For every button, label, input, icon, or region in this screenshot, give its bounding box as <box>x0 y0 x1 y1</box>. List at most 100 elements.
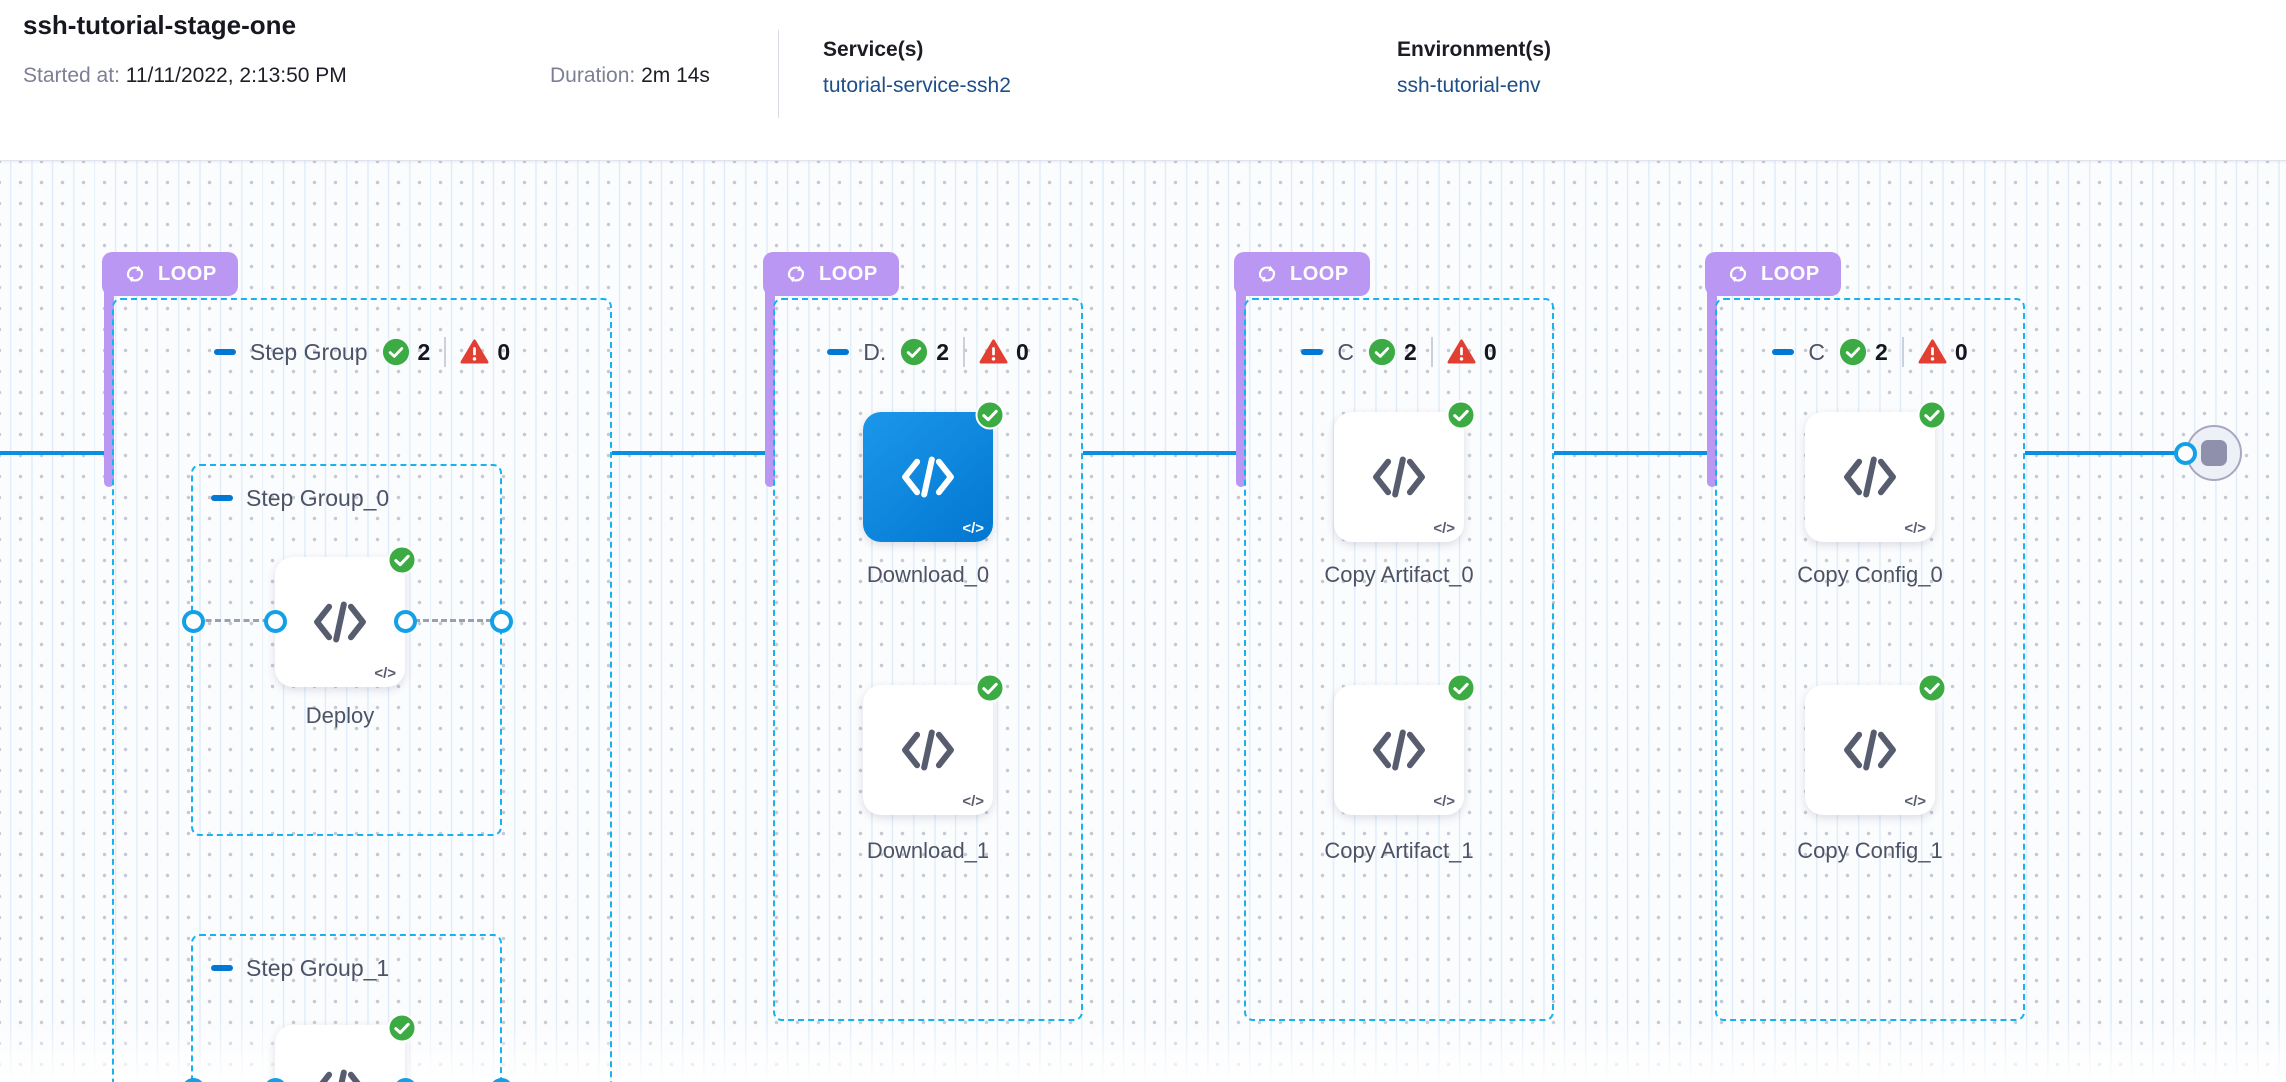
step-group-0-header: Step Group_0 <box>211 476 389 520</box>
connector-line <box>2025 451 2185 455</box>
copy-artifact-group-box[interactable] <box>1244 298 1554 1021</box>
environments-label: Environment(s) <box>1397 38 1552 61</box>
step-group-0-box[interactable] <box>191 464 502 836</box>
step-type-mini-icon: </> <box>1904 520 1926 537</box>
connection-point[interactable] <box>264 610 287 633</box>
success-icon <box>1368 338 1396 366</box>
loop-icon <box>787 265 805 283</box>
code-icon <box>1844 456 1896 498</box>
step-node-copy-artifact-0[interactable]: </> <box>1334 400 1476 542</box>
success-count-group: 2 <box>1368 338 1417 366</box>
success-count-group: 2 <box>382 338 431 366</box>
count-divider <box>1430 337 1433 367</box>
copy-artifact-group-header: C 2 0 <box>1244 330 1554 374</box>
failed-count: 0 <box>1483 338 1497 365</box>
code-icon <box>902 729 954 771</box>
loop-badge[interactable]: LOOP <box>763 252 899 296</box>
service-link[interactable]: tutorial-service-ssh2 <box>823 74 1011 97</box>
connector-line <box>612 451 773 455</box>
copy-config-group-box[interactable] <box>1715 298 2025 1021</box>
step-node-deploy[interactable]: </> <box>275 545 417 687</box>
success-count: 2 <box>417 338 431 365</box>
loop-icon <box>1258 265 1276 283</box>
collapse-toggle[interactable] <box>213 349 236 355</box>
connector-line <box>0 451 114 455</box>
connection-point[interactable] <box>182 610 205 633</box>
collapse-toggle[interactable] <box>1301 349 1324 355</box>
group-title: C <box>1337 338 1355 365</box>
collapse-toggle[interactable] <box>211 965 233 971</box>
success-count: 2 <box>1404 338 1417 365</box>
step-node-copy-artifact-1[interactable]: </> <box>1334 673 1476 815</box>
group-title: C <box>1808 338 1826 365</box>
connection-point[interactable] <box>394 610 417 633</box>
step-group-box[interactable] <box>112 298 612 1082</box>
count-divider <box>444 337 447 367</box>
loop-badge[interactable]: LOOP <box>1234 252 1370 296</box>
step-label: Copy Artifact_1 <box>1324 838 1474 863</box>
step-label: Copy Config_1 <box>1797 838 1943 863</box>
connector-line <box>1083 451 1244 455</box>
success-badge-icon <box>975 673 1005 703</box>
step-label: Deploy <box>305 703 375 728</box>
collapse-toggle[interactable] <box>827 349 850 355</box>
collapse-toggle[interactable] <box>211 495 233 501</box>
failed-count: 0 <box>497 338 511 365</box>
loop-badge-label: LOOP <box>1290 262 1349 285</box>
execution-header: ssh-tutorial-stage-one Started at: 11/11… <box>0 0 2286 161</box>
collapse-toggle[interactable] <box>1772 349 1795 355</box>
code-icon <box>1373 729 1425 771</box>
environment-link[interactable]: ssh-tutorial-env <box>1397 74 1541 97</box>
warning-icon <box>460 339 489 364</box>
loop-strip <box>765 290 775 487</box>
started-at-value: 11/11/2022, 2:13:50 PM <box>125 64 347 87</box>
failed-count-group: 0 <box>460 339 510 366</box>
success-badge-icon <box>387 1013 417 1043</box>
pipeline-canvas: LOOP Step Group 2 0 Step Group_0 <box>0 160 2286 1082</box>
success-icon <box>1839 338 1867 366</box>
step-group-1-header: Step Group_1 <box>211 946 389 990</box>
code-icon <box>319 1069 361 1082</box>
step-type-mini-icon: </> <box>1433 520 1455 537</box>
step-type-mini-icon: </> <box>1904 793 1926 810</box>
step-type-mini-icon: </> <box>962 793 984 810</box>
dashed-connector <box>405 619 501 622</box>
step-label: Download_1 <box>866 838 990 863</box>
started-at-label: Started at <box>23 64 115 87</box>
success-icon <box>382 338 409 366</box>
connection-point[interactable] <box>490 610 513 633</box>
step-group-1-box[interactable] <box>191 934 502 1082</box>
step-node-download-0[interactable]: </> <box>863 400 1005 542</box>
step-label: Download_0 <box>866 562 990 587</box>
warning-icon <box>1447 339 1476 364</box>
loop-badge[interactable]: LOOP <box>102 252 238 296</box>
header-divider <box>778 30 779 118</box>
loop-badge-label: LOOP <box>819 262 878 285</box>
download-group-header: D. 2 0 <box>773 330 1083 374</box>
step-node[interactable]: </> <box>275 1013 417 1082</box>
code-icon <box>1844 729 1896 771</box>
download-group-box[interactable] <box>773 298 1083 1021</box>
connection-point[interactable] <box>2174 442 2197 465</box>
step-node-copy-config-1[interactable]: </> <box>1805 673 1947 815</box>
step-label: Copy Config_0 <box>1797 562 1943 587</box>
step-node-copy-config-0[interactable]: </> <box>1805 400 1947 542</box>
loop-strip <box>1236 290 1246 487</box>
failed-count: 0 <box>1954 338 1968 365</box>
dashed-connector <box>196 619 278 622</box>
count-divider <box>963 337 965 367</box>
environments-block: Environment(s) ssh-tutorial-env <box>1397 38 1551 98</box>
services-block: Service(s) tutorial-service-ssh2 <box>823 38 1011 98</box>
group-title: Step Group <box>249 338 368 365</box>
success-badge-icon <box>1446 400 1476 430</box>
loop-badge[interactable]: LOOP <box>1705 252 1841 296</box>
failed-count-group: 0 <box>1447 339 1497 366</box>
step-node-download-1[interactable]: </> <box>863 673 1005 815</box>
loop-strip <box>1707 290 1717 487</box>
success-icon <box>901 338 928 366</box>
success-badge-icon <box>1917 673 1947 703</box>
success-count-group: 2 <box>900 338 949 366</box>
success-badge-icon <box>1446 673 1476 703</box>
step-type-mini-icon: </> <box>962 520 984 537</box>
started-at: Started at: 11/11/2022, 2:13:50 PM <box>23 64 347 87</box>
